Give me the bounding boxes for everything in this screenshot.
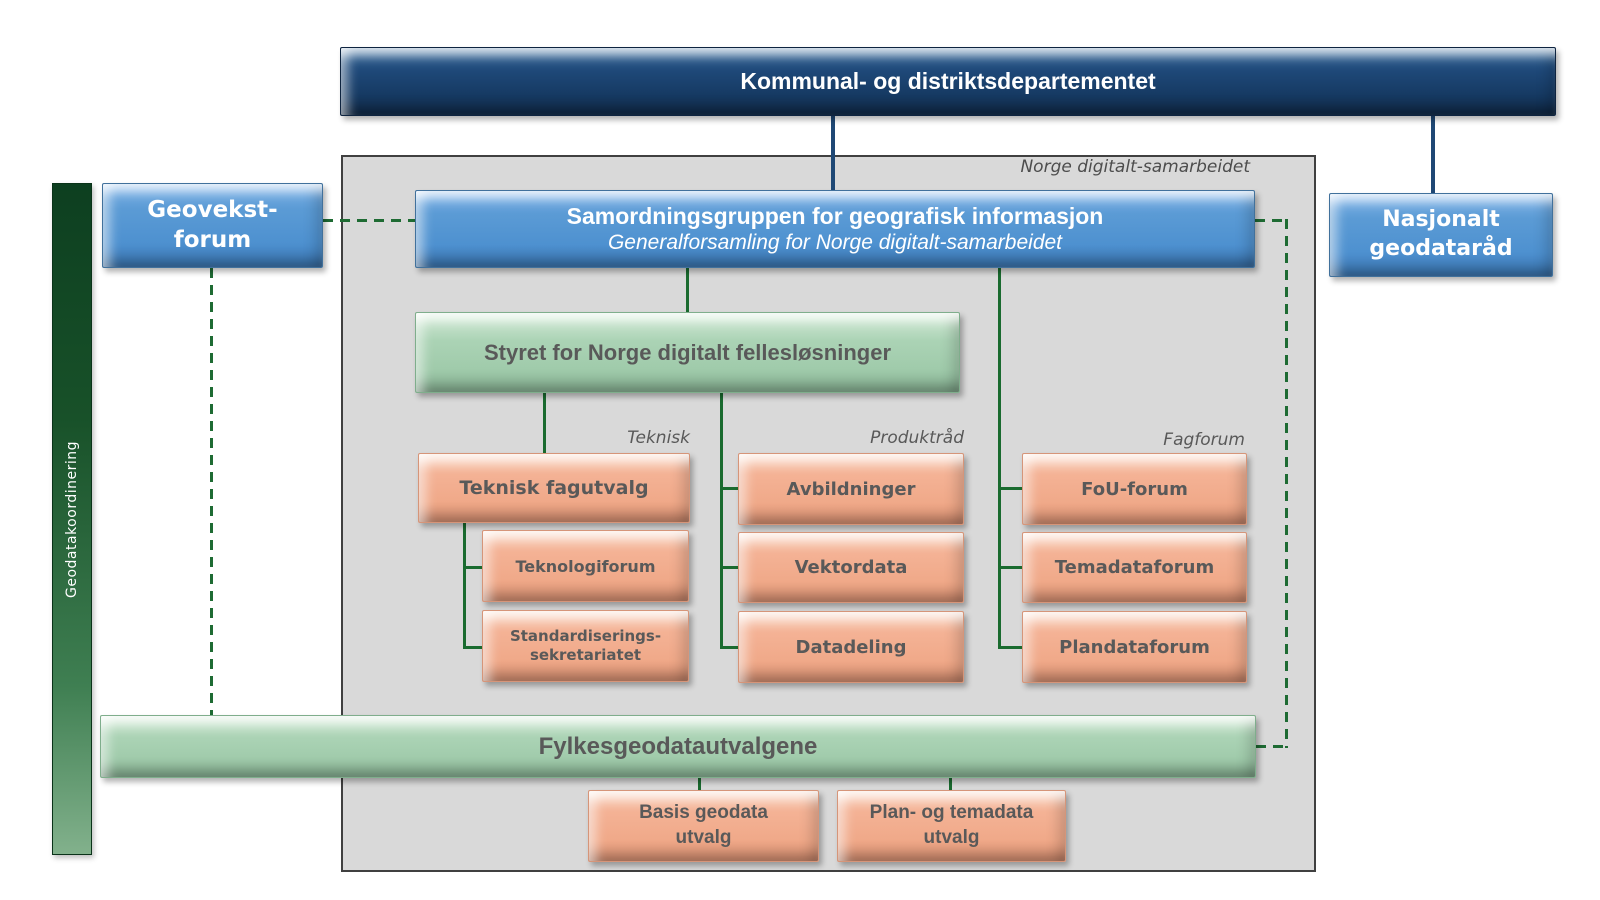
avbildninger-box: Avbildninger — [738, 453, 964, 525]
group-heading-fagforum: Fagforum — [1163, 430, 1245, 450]
fylkesgeodatautvalgene-label: Fylkesgeodatautvalgene — [538, 732, 818, 760]
group-heading-produktrad: Produktråd — [870, 428, 964, 448]
right-dashed-vertical — [1285, 219, 1288, 748]
fylkes-stub-basis — [698, 778, 701, 790]
samordningsgruppen-to-styret-connector — [686, 268, 689, 313]
samordningsgruppen-right-dashed — [1255, 219, 1288, 222]
teknologiforum-label: Teknologiforum — [515, 556, 656, 576]
standardiseringssekretariatet-box: Standardiserings- sekretariatet — [482, 610, 689, 682]
styret-to-teknisk-connector — [543, 393, 546, 453]
geodatakoordinering-label: Geodatakoordinering — [64, 440, 80, 598]
teknologiforum-box: Teknologiforum — [482, 530, 689, 602]
fagforum-stub-fou — [998, 487, 1022, 490]
avbildninger-label: Avbildninger — [786, 478, 916, 500]
styret-box: Styret for Norge digitalt fellesløsninge… — [415, 312, 960, 393]
geovekst-to-samordningsgruppen-dashed — [323, 219, 415, 222]
fagforum-stub-temadata — [998, 566, 1022, 569]
datadeling-box: Datadeling — [738, 611, 964, 683]
samordningsgruppen-box: Samordningsgruppen for geografisk inform… — [415, 190, 1255, 268]
samordningsgruppen-to-fagforum-connector — [998, 268, 1001, 649]
teknisk-fagutvalg-label: Teknisk fagutvalg — [459, 477, 649, 499]
teknisk-elbow-connector — [463, 523, 466, 649]
plandataforum-label: Plandataforum — [1059, 636, 1210, 658]
fou-forum-label: FoU-forum — [1081, 478, 1188, 500]
produktrad-stub-datadeling — [720, 646, 738, 649]
styret-label: Styret for Norge digitalt fellesløsninge… — [483, 339, 892, 365]
teknisk-stub-teknologiforum — [463, 566, 482, 569]
nasjonalt-geodatarad-box: Nasjonalt geodataråd — [1329, 193, 1553, 277]
temadataforum-label: Temadataforum — [1054, 557, 1215, 578]
standardiseringssekretariatet-label: Standardiserings- sekretariatet — [509, 626, 662, 665]
produktrad-stub-vektordata — [720, 566, 738, 569]
basis-geodata-utvalg-label: Basis geodata utvalg — [639, 802, 768, 848]
datadeling-label: Datadeling — [795, 636, 907, 658]
samordningsgruppen-title: Samordningsgruppen for geografisk inform… — [566, 202, 1104, 229]
plan-og-temadata-utvalg-label: Plan- og temadata utvalg — [869, 802, 1034, 848]
samordningsgruppen-subtitle: Generalforsamling for Norge digitalt-sam… — [607, 231, 1063, 255]
styret-to-produktrad-connector — [720, 393, 723, 649]
teknisk-stub-standardisering — [463, 646, 482, 649]
nasjonalt-geodatarad-label: Nasjonalt geodataråd — [1369, 207, 1513, 261]
vektordata-box: Vektordata — [738, 532, 964, 603]
vektordata-label: Vektordata — [794, 557, 908, 578]
temadataforum-box: Temadataforum — [1022, 532, 1247, 603]
ministry-to-samordningsgruppen-connector — [831, 116, 835, 191]
basis-geodata-utvalg-box: Basis geodata utvalg — [588, 790, 819, 862]
fylkesgeodatautvalgene-box: Fylkesgeodatautvalgene — [100, 715, 1256, 778]
fylkes-stub-plan — [949, 778, 952, 790]
produktrad-stub-avbildninger — [720, 487, 738, 490]
fylkes-right-dashed — [1256, 745, 1285, 748]
fagforum-stub-plandata — [998, 646, 1022, 649]
ministry-bar: Kommunal- og distriktsdepartementet — [340, 47, 1556, 116]
teknisk-fagutvalg-box: Teknisk fagutvalg — [418, 453, 690, 523]
group-heading-teknisk: Teknisk — [627, 428, 690, 448]
plandataforum-box: Plandataforum — [1022, 611, 1247, 683]
ministry-label: Kommunal- og distriktsdepartementet — [740, 68, 1156, 94]
geodatakoordinering-bar: Geodatakoordinering — [52, 183, 92, 855]
geovekst-forum-label: Geovekst- forum — [147, 196, 278, 253]
fou-forum-box: FoU-forum — [1022, 453, 1247, 525]
geovekst-forum-box: Geovekst- forum — [102, 183, 323, 268]
geovekst-to-fylkes-dashed — [210, 268, 213, 715]
plan-og-temadata-utvalg-box: Plan- og temadata utvalg — [837, 790, 1066, 862]
norge-digitalt-frame-label: Norge digitalt-samarbeidet — [1020, 157, 1250, 177]
ministry-to-nasjonalt-connector — [1431, 116, 1435, 194]
